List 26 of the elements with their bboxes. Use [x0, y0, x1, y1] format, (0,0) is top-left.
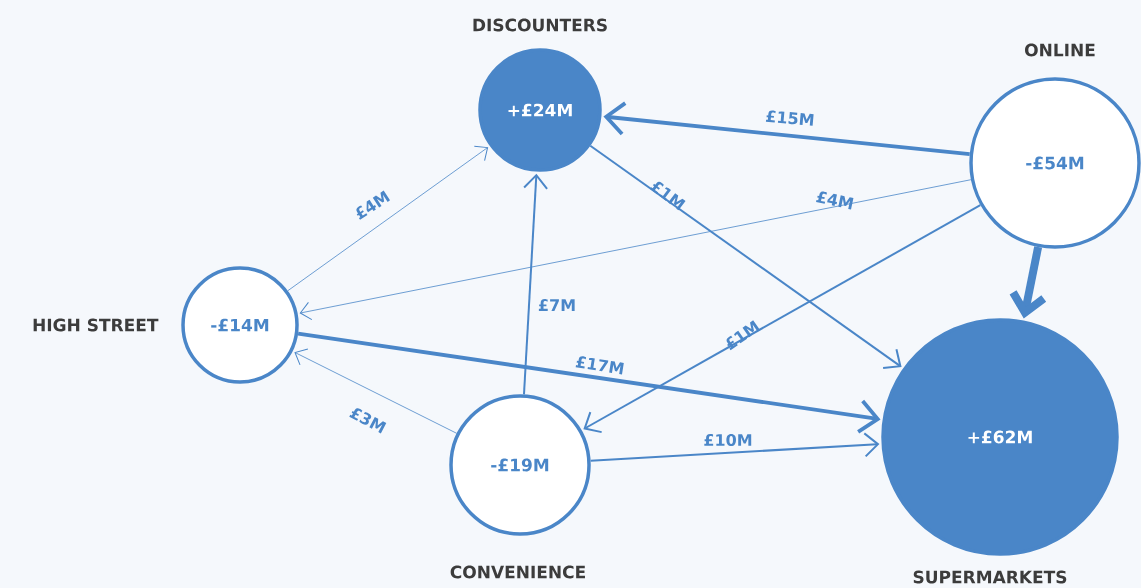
edge-label: £10M	[704, 433, 752, 447]
arrow	[589, 144, 902, 369]
edge-label: £7M	[538, 299, 575, 311]
arrow	[297, 331, 881, 434]
arrow	[299, 179, 972, 321]
circle-node: +£24M	[478, 48, 602, 172]
arrow	[287, 145, 489, 292]
circle-node: -£54M	[969, 77, 1141, 249]
circle-node: +£62M	[881, 318, 1119, 556]
edge-label: £4M	[816, 191, 854, 210]
edge-label: £15M	[765, 110, 814, 126]
node-heading: CONVENIENCE	[450, 565, 585, 579]
node-heading: HIGH STREET	[33, 318, 159, 332]
arrow	[1009, 246, 1047, 319]
arrow	[583, 204, 982, 434]
edge-label: £3M	[349, 408, 387, 434]
arrow	[589, 432, 880, 462]
node-heading: SUPERMARKETS	[913, 570, 1067, 584]
circle-node: -£19M	[449, 394, 591, 536]
circle-node: -£14M	[181, 266, 299, 384]
node-heading: ONLINE	[1025, 43, 1095, 57]
edge-label: £17M	[575, 356, 624, 375]
arrow	[523, 173, 549, 396]
node-heading: DISCOUNTERS	[473, 18, 607, 32]
arrow	[603, 101, 970, 157]
arrow	[294, 348, 458, 434]
